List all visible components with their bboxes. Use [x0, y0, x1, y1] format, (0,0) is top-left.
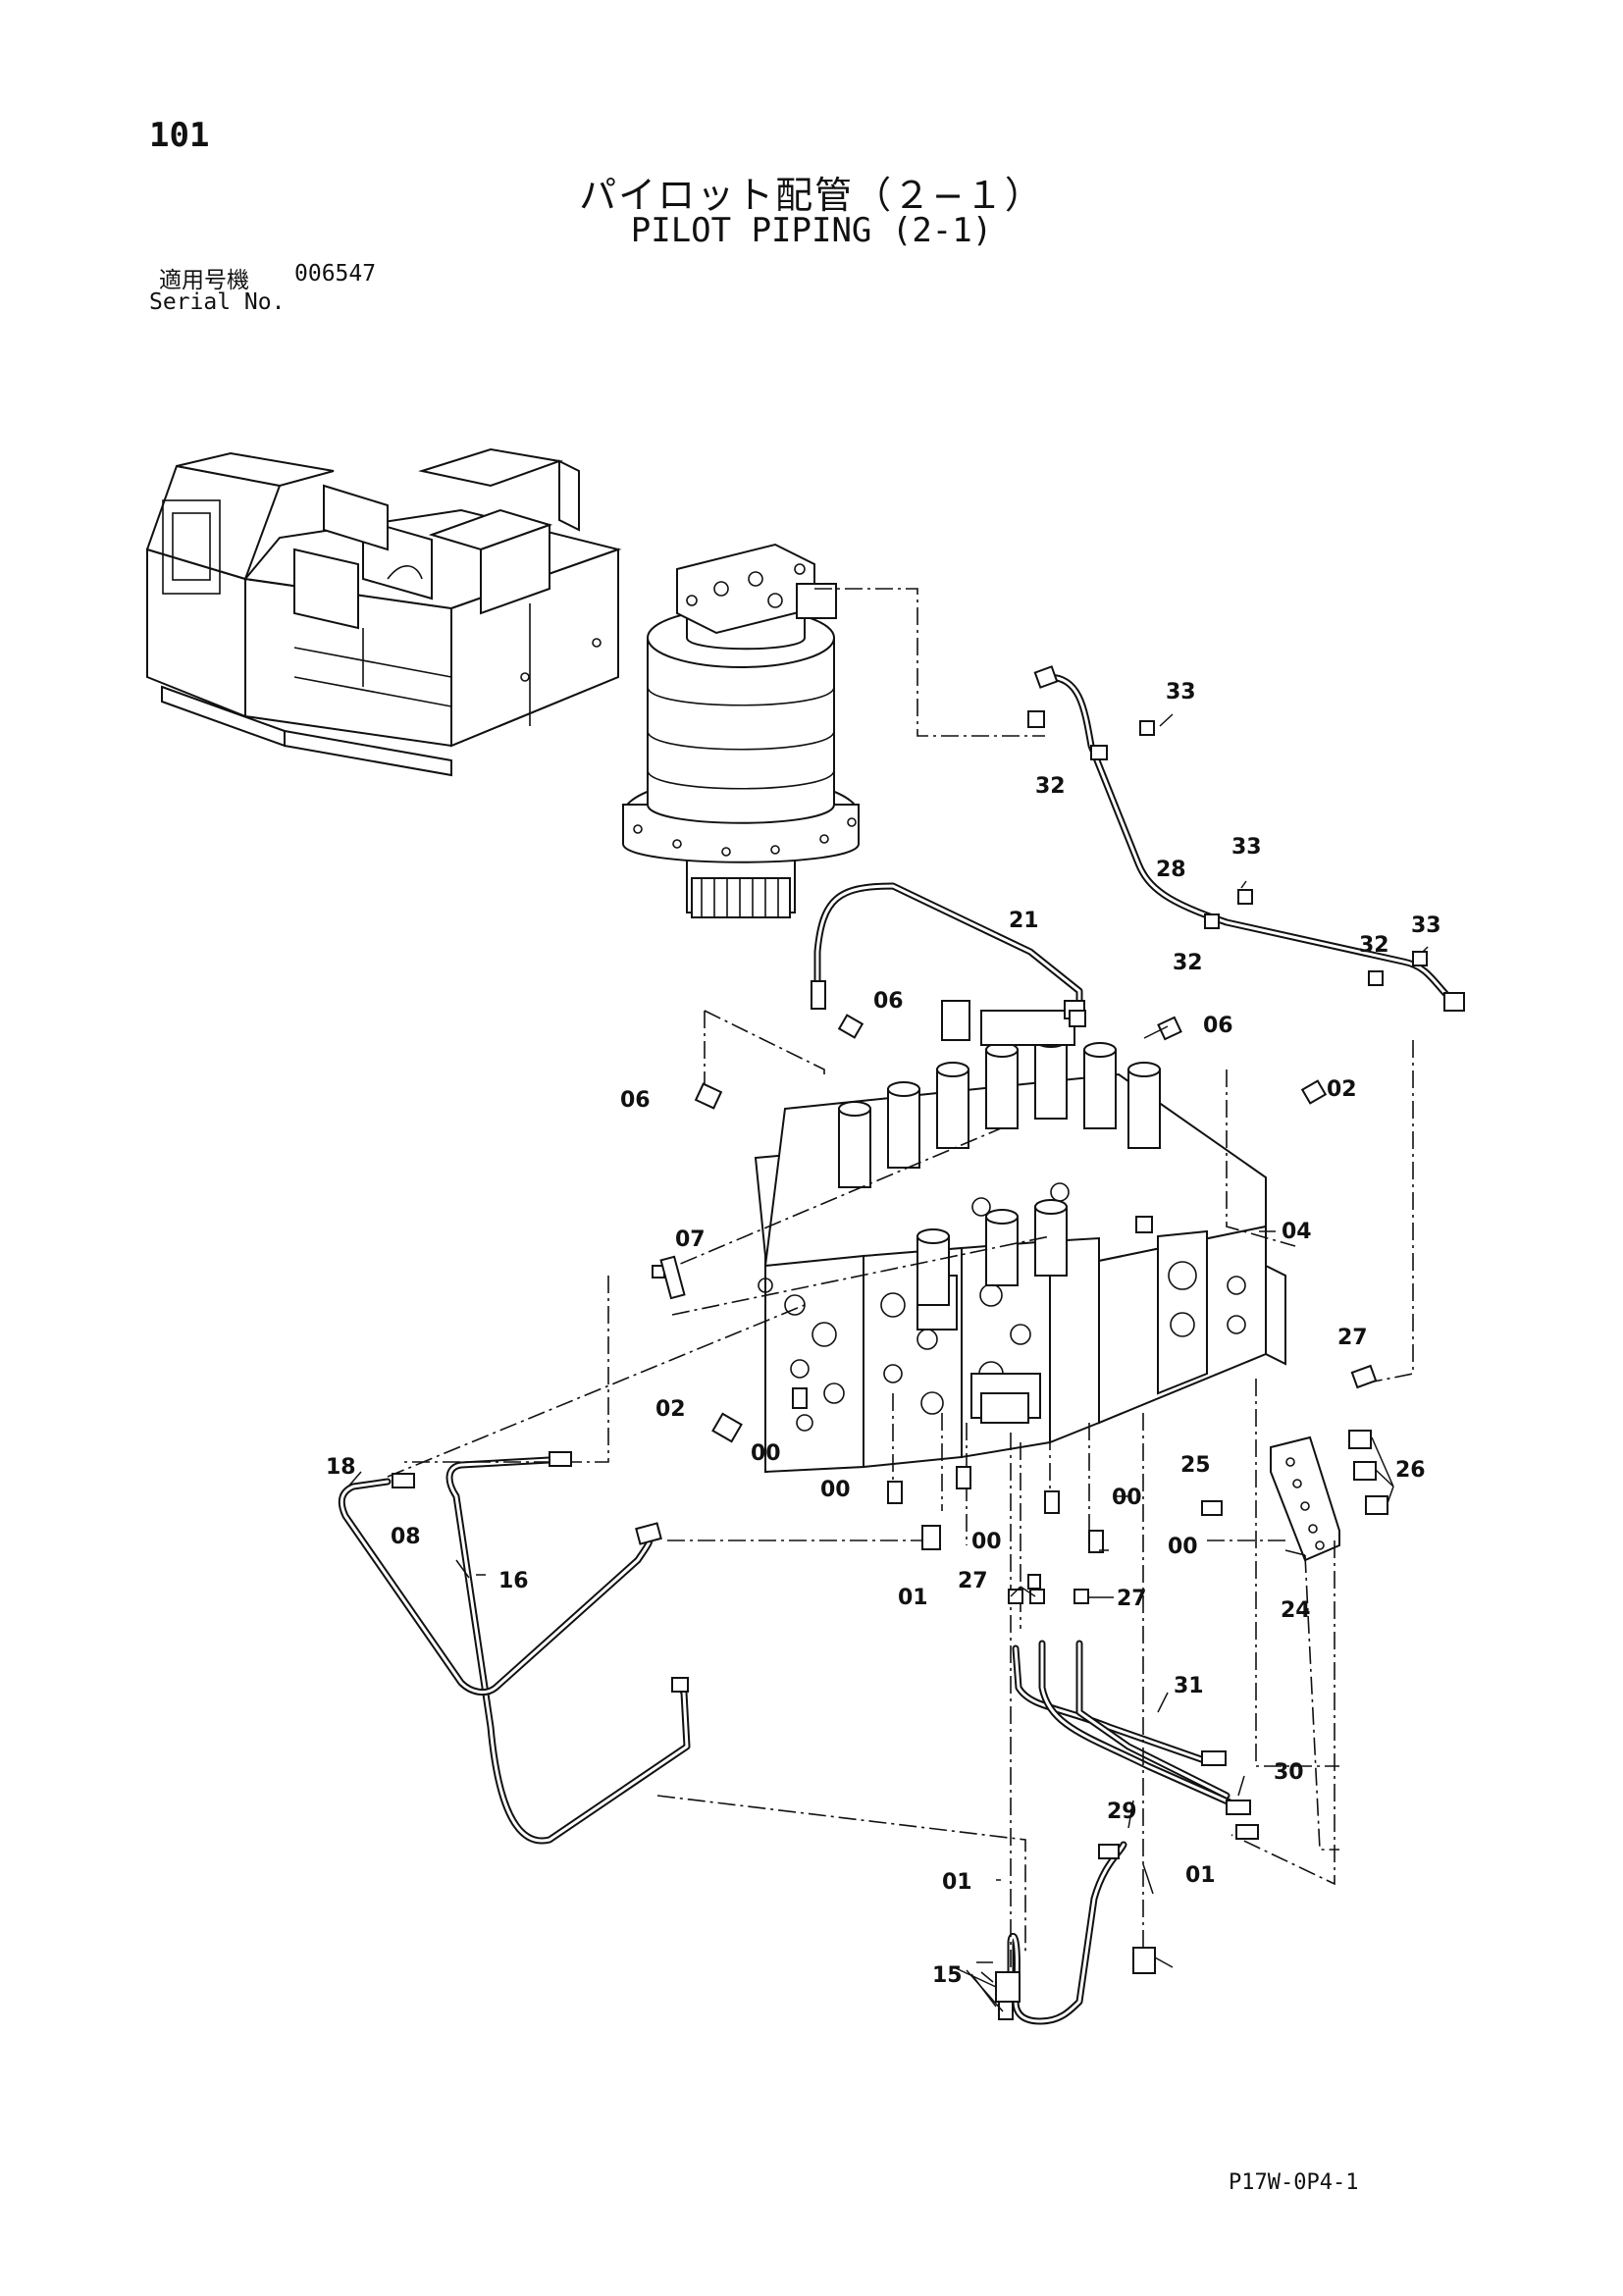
callout-01: 01 [898, 1586, 928, 1610]
drawing-code: P17W-0P4-1 [1229, 2170, 1359, 2195]
callout-02: 02 [1327, 1077, 1357, 1102]
callout-15: 15 [932, 1963, 963, 1988]
callout-30: 30 [1274, 1760, 1304, 1785]
callout-08: 08 [391, 1525, 421, 1549]
callout-01: 01 [1185, 1863, 1216, 1888]
callout-27: 27 [1337, 1326, 1368, 1350]
callout-21: 21 [1009, 909, 1039, 933]
callout-01: 01 [942, 1870, 972, 1895]
serial-label-english: Serial No. [149, 289, 286, 315]
title-english: PILOT PIPING (2-1) [630, 211, 993, 250]
callout-16: 16 [498, 1569, 529, 1593]
pilot-pipes [338, 673, 1456, 2025]
callout-06: 06 [620, 1088, 651, 1113]
callout-18: 18 [326, 1455, 356, 1480]
page-number: 101 [149, 116, 210, 155]
control-valve [754, 1000, 1286, 1474]
callout-06: 06 [1203, 1014, 1233, 1038]
serial-label-japanese: 適用号機 [159, 268, 249, 293]
excavator-overview [145, 447, 622, 777]
callout-32: 32 [1173, 951, 1203, 975]
callout-32: 32 [1035, 774, 1066, 799]
callout-00: 00 [820, 1478, 851, 1502]
callout-00: 00 [751, 1441, 781, 1466]
title-japanese: パイロット配管（２−１） [579, 174, 1044, 217]
callout-28: 28 [1156, 858, 1186, 882]
leader-lines [347, 713, 1429, 2012]
callout-24: 24 [1281, 1598, 1311, 1623]
callout-29: 29 [1107, 1800, 1137, 1824]
callout-33: 33 [1166, 680, 1196, 704]
callout-00: 00 [1112, 1486, 1142, 1510]
serial-number-value: 006547 [294, 261, 377, 287]
callout-00: 00 [971, 1530, 1002, 1554]
callout-26: 26 [1395, 1458, 1426, 1483]
callout-33: 33 [1411, 913, 1441, 938]
callout-33: 33 [1231, 835, 1262, 860]
callout-27: 27 [1117, 1587, 1147, 1611]
callout-32: 32 [1359, 933, 1389, 958]
connection-chain-lines [387, 588, 1414, 1972]
swing-motor [622, 543, 860, 918]
part-callouts: 33 32 33 28 32 32 33 21 06 06 06 02 04 0… [326, 680, 1441, 1988]
callout-02: 02 [655, 1397, 686, 1422]
callout-25: 25 [1180, 1453, 1211, 1478]
callout-27: 27 [958, 1569, 988, 1593]
callout-07: 07 [675, 1227, 706, 1252]
callout-00: 00 [1168, 1535, 1198, 1559]
callout-06: 06 [873, 989, 904, 1014]
callout-31: 31 [1174, 1674, 1204, 1698]
pilot-manifold-block [1270, 1435, 1340, 1562]
callout-04: 04 [1282, 1220, 1312, 1244]
